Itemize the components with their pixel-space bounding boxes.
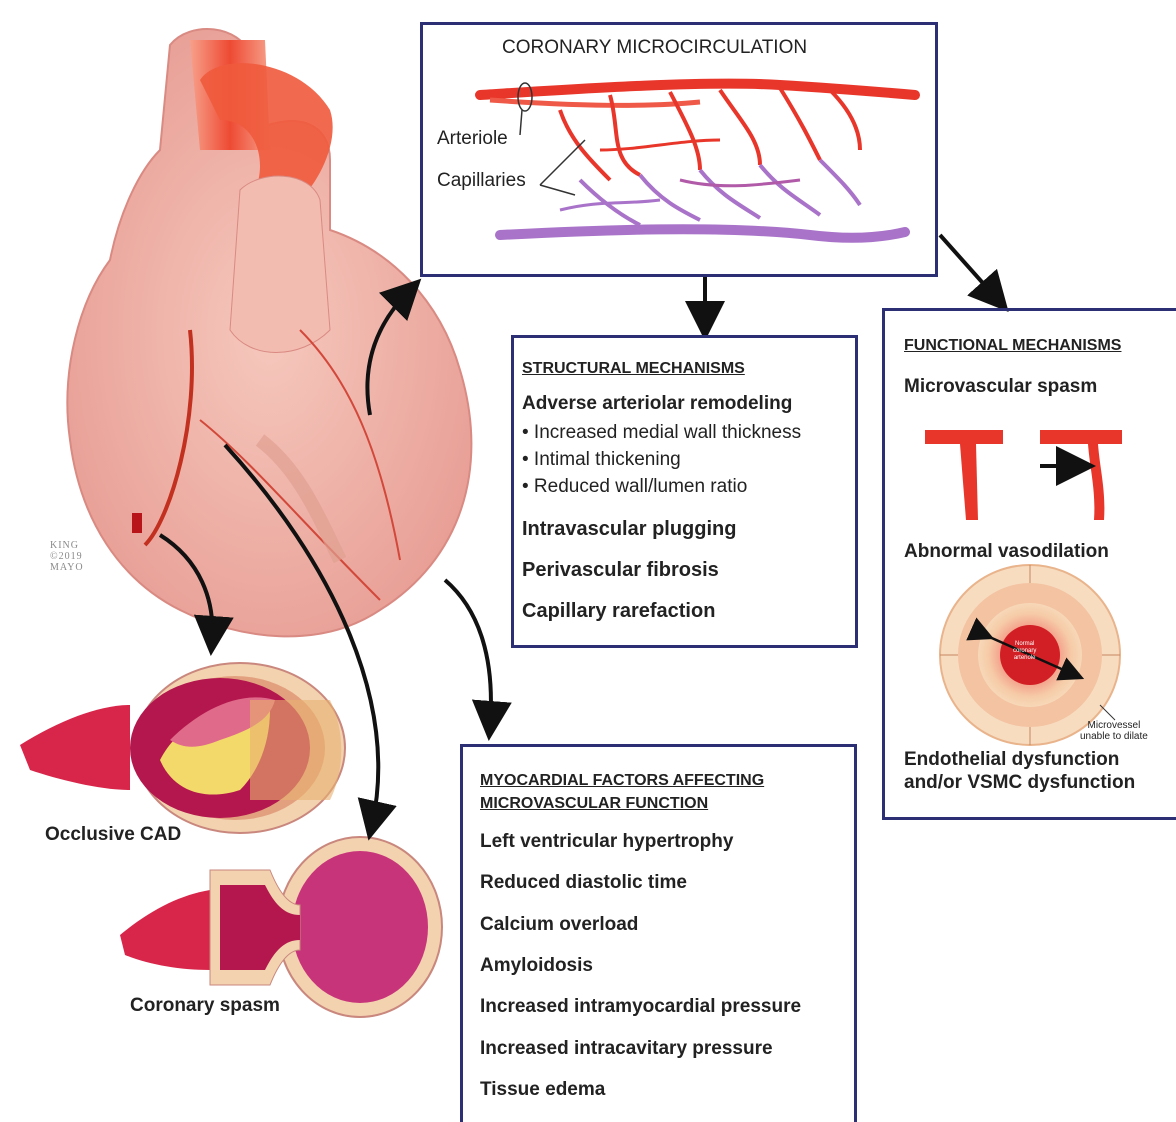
occlusive-cad-illustration <box>20 663 345 833</box>
unable-line: unable to dilate <box>1080 731 1148 742</box>
heart-illustration <box>67 29 471 636</box>
myocardial-item: Increased intracavitary pressure <box>480 1038 773 1060</box>
structural-remodeling: Adverse arteriolar remodeling <box>522 393 792 415</box>
coronary-spasm-illustration <box>120 837 442 1017</box>
structural-bullet: • Intimal thickening <box>522 449 681 471</box>
functional-vasodilation: Abnormal vasodilation <box>904 541 1109 563</box>
signature-line: ©2019 <box>50 551 84 562</box>
functional-heading: FUNCTIONAL MECHANISMS <box>904 337 1121 355</box>
myocardial-item: Reduced diastolic time <box>480 872 687 894</box>
myocardial-item: Calcium overload <box>480 914 638 936</box>
functional-spasm: Microvascular spasm <box>904 376 1097 398</box>
occlusive-cad-label: Occlusive CAD <box>45 824 181 846</box>
ring-center-line: arteriole <box>1013 655 1036 662</box>
structural-bullet: • Increased medial wall thickness <box>522 422 801 444</box>
signature-line: KING <box>50 540 84 551</box>
capillaries-label: Capillaries <box>437 170 526 192</box>
structural-bullet: • Reduced wall/lumen ratio <box>522 476 747 498</box>
endothelial-line: Endothelial dysfunction <box>904 748 1135 771</box>
ring-center-label: Normal coronary arteriole <box>1013 641 1036 662</box>
ring-center-line: Normal <box>1013 641 1036 648</box>
myocardial-heading-line: MYOCARDIAL FACTORS AFFECTING <box>480 769 764 792</box>
myocardial-heading: MYOCARDIAL FACTORS AFFECTING MICROVASCUL… <box>480 769 764 815</box>
structural-item: Perivascular fibrosis <box>522 559 719 582</box>
ring-center-line: coronary <box>1013 648 1036 655</box>
structural-item: Capillary rarefaction <box>522 600 715 623</box>
myocardial-item: Left ventricular hypertrophy <box>480 831 733 853</box>
structural-heading: STRUCTURAL MECHANISMS <box>522 360 745 378</box>
unable-to-dilate-label: Microvessel unable to dilate <box>1080 720 1148 742</box>
coronary-spasm-label: Coronary spasm <box>130 995 280 1017</box>
myocardial-item: Tissue edema <box>480 1079 605 1101</box>
signature-line: MAYO <box>50 562 84 573</box>
unable-line: Microvessel <box>1080 720 1148 731</box>
artist-signature: KING ©2019 MAYO <box>50 540 84 573</box>
structural-item: Intravascular plugging <box>522 518 736 541</box>
endothelial-line: and/or VSMC dysfunction <box>904 771 1135 794</box>
microcirculation-title: CORONARY MICROCIRCULATION <box>502 37 807 59</box>
arteriole-label: Arteriole <box>437 128 508 150</box>
functional-endothelial: Endothelial dysfunction and/or VSMC dysf… <box>904 748 1135 794</box>
myocardial-item: Increased intramyocardial pressure <box>480 996 801 1018</box>
myocardial-heading-line: MICROVASCULAR FUNCTION <box>480 792 764 815</box>
myocardial-item: Amyloidosis <box>480 955 593 977</box>
